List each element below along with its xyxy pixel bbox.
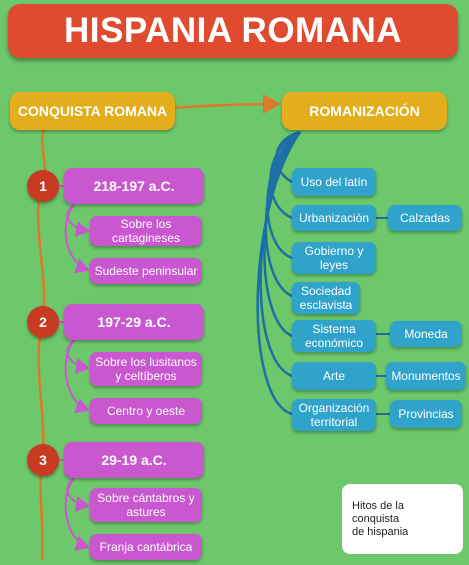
romanizacion-item-urbanizacion[interactable]: Urbanización — [292, 205, 376, 231]
phase-1-item-1[interactable]: Sobre los cartagineses — [90, 216, 202, 246]
romanizacion-item-economia[interactable]: Sistema económico — [292, 320, 376, 352]
phase-3-item-1[interactable]: Sobre cántabros y astures — [90, 488, 202, 522]
romanizacion-item-sociedad[interactable]: Sociedad esclavista — [292, 282, 360, 314]
page-title: HISPANIA ROMANA — [63, 11, 403, 50]
title-banner: HISPANIA ROMANA — [8, 4, 458, 58]
romanizacion-detail-provincias[interactable]: Provincias — [390, 400, 462, 428]
phase-1-marker: 1 — [27, 170, 59, 202]
conquista-node[interactable]: CONQUISTA ROMANA — [10, 92, 175, 130]
conquista-to-romanizacion-arrow — [173, 94, 281, 115]
phase-1-item-2[interactable]: Sudeste peninsular — [90, 258, 202, 284]
romanizacion-item-latin[interactable]: Uso del latín — [292, 168, 376, 196]
note-box: Hitos de la conquista de hispania — [342, 484, 463, 554]
phase-2-item-2[interactable]: Centro y oeste — [90, 398, 202, 424]
romanizacion-item-arte[interactable]: Arte — [292, 362, 376, 390]
phase-3-period[interactable]: 29-19 a.C. — [64, 442, 204, 478]
phase-3-marker: 3 — [27, 444, 59, 476]
phase-2-item-1[interactable]: Sobre los lusitanos y celtíberos — [90, 352, 202, 386]
romanizacion-detail-moneda[interactable]: Moneda — [390, 321, 462, 347]
phase-3-item-2[interactable]: Franja cantábrica — [90, 534, 202, 560]
romanizacion-detail-calzadas[interactable]: Calzadas — [388, 205, 462, 231]
romanizacion-node[interactable]: ROMANIZACIÓN — [282, 92, 447, 130]
romanizacion-item-organizacion[interactable]: Organización territorial — [292, 399, 376, 431]
phase-1-period[interactable]: 218-197 a.C. — [64, 168, 204, 204]
conquista-label: CONQUISTA ROMANA — [17, 103, 168, 119]
phase-2-marker: 2 — [27, 306, 59, 338]
phase-2-period[interactable]: 197-29 a.C. — [64, 304, 204, 340]
romanizacion-detail-monumentos[interactable]: Monumentos — [386, 362, 466, 390]
romanizacion-label: ROMANIZACIÓN — [309, 103, 420, 119]
romanizacion-item-gobierno[interactable]: Gobierno y leyes — [292, 242, 376, 274]
